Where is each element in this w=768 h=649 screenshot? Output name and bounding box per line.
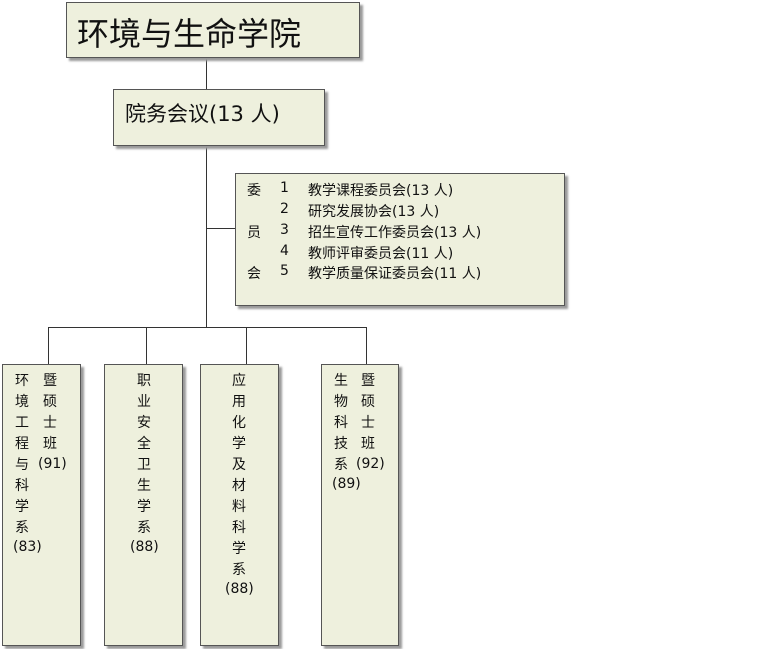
department-year: (83) [13, 539, 42, 555]
committee-item-number: 1 [280, 180, 289, 196]
committee-item-name: 研究发展协会(13 人) [308, 204, 440, 220]
connector-title-council [206, 58, 207, 89]
council-label: 院务会议(13 人) [125, 102, 280, 126]
college-node: 环境与生命学院 [66, 2, 360, 58]
committee-item-number: 5 [280, 263, 289, 279]
committee-side-char: 委 [247, 183, 261, 199]
department-sub-year: (92) [356, 456, 385, 472]
connector-dept-1 [48, 327, 49, 364]
connector-departments-bar [48, 327, 366, 328]
connector-dept-3 [246, 327, 247, 364]
college-name: 环境与生命学院 [77, 15, 302, 53]
department-sub-year: (91) [38, 456, 67, 472]
committee-side-char: 会 [247, 266, 261, 282]
connector-committee-branch [206, 228, 235, 229]
connector-council-trunk [206, 146, 207, 327]
committee-item-name: 招生宣传工作委员会(13 人) [308, 225, 482, 241]
department-name: 生 物 科 技 系 [334, 373, 348, 473]
connector-dept-4 [366, 327, 367, 364]
committee-item-name: 教师评审委员会(11 人) [308, 246, 454, 262]
committee-item-name: 教学课程委员会(13 人) [308, 183, 454, 199]
department-node-4: 生 物 科 技 系 (89) 暨 硕 士 班 (92) [321, 364, 399, 646]
department-node-1: 环 境 工 程 与 科 学 系 (83) 暨 硕 士 班 (91) [2, 364, 81, 646]
department-year: (89) [332, 476, 361, 492]
committee-item-number: 4 [280, 243, 289, 259]
committee-item-number: 3 [280, 222, 289, 238]
council-node: 院务会议(13 人) [113, 89, 325, 146]
committee-side-char: 员 [247, 225, 261, 241]
department-year: (88) [225, 581, 254, 597]
committee-node: 委 员 会 1 教学课程委员会(13 人) 2 研究发展协会(13 人) 3 招… [235, 173, 565, 306]
connector-dept-2 [146, 327, 147, 364]
department-node-2: 职 业 安 全 卫 生 学 系 (88) [104, 364, 183, 646]
department-name: 应 用 化 学 及 材 料 科 学 系 [232, 373, 246, 578]
department-node-3: 应 用 化 学 及 材 料 科 学 系 (88) [200, 364, 279, 646]
department-year: (88) [130, 539, 159, 555]
department-sub-program: 暨 硕 士 班 [43, 373, 57, 452]
committee-item-name: 教学质量保证委员会(11 人) [308, 266, 482, 282]
committee-item-number: 2 [280, 201, 289, 217]
department-name: 环 境 工 程 与 科 学 系 [15, 373, 29, 536]
department-name: 职 业 安 全 卫 生 学 系 [137, 373, 151, 536]
department-sub-program: 暨 硕 士 班 [361, 373, 375, 452]
